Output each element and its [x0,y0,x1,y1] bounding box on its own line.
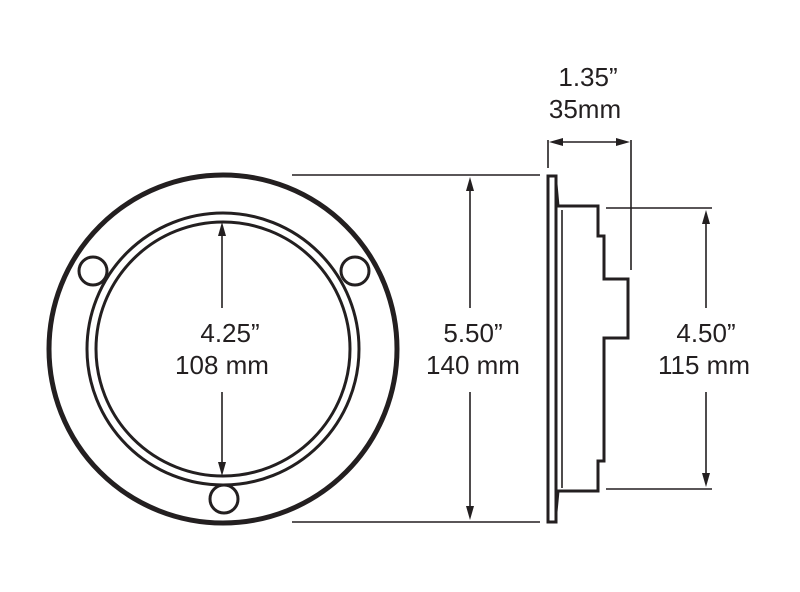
side-height-dimension: 4.50” 115 mm [606,207,750,490]
front-view: 4.25” 108 mm [46,172,400,526]
side-housing-profile [554,183,630,513]
side-flange [546,174,558,524]
arrow-left-icon [549,138,563,146]
outer-diameter-inches: 5.50” [443,318,502,348]
side-height-mm: 115 mm [658,350,750,380]
lens-ring-outer [85,211,361,487]
mounting-hole-right [339,255,371,287]
lens-ring-inner [94,220,352,478]
mounting-hole-bottom [208,483,240,515]
inner-diameter-inches: 4.25” [200,318,259,348]
depth-inches: 1.35” [558,62,617,92]
outer-diameter-dimension: 5.50” 140 mm [292,174,540,523]
arrow-up-icon [466,177,474,191]
arrow-down-icon [218,462,226,476]
depth-dimension: 1.35” 35mm [547,62,632,270]
arrow-down-icon [466,506,474,520]
arrow-up-icon [218,222,226,236]
inner-diameter-dimension-line [218,222,226,476]
arrow-up-icon [702,210,710,224]
flange-outer-edge [46,172,400,526]
depth-mm: 35mm [549,94,621,124]
side-view [546,174,630,524]
outer-diameter-mm: 140 mm [426,350,520,380]
arrow-down-icon [702,473,710,487]
mounting-hole-left [77,255,109,287]
arrow-right-icon [616,138,630,146]
inner-diameter-mm: 108 mm [175,350,269,380]
side-height-inches: 4.50” [676,318,735,348]
